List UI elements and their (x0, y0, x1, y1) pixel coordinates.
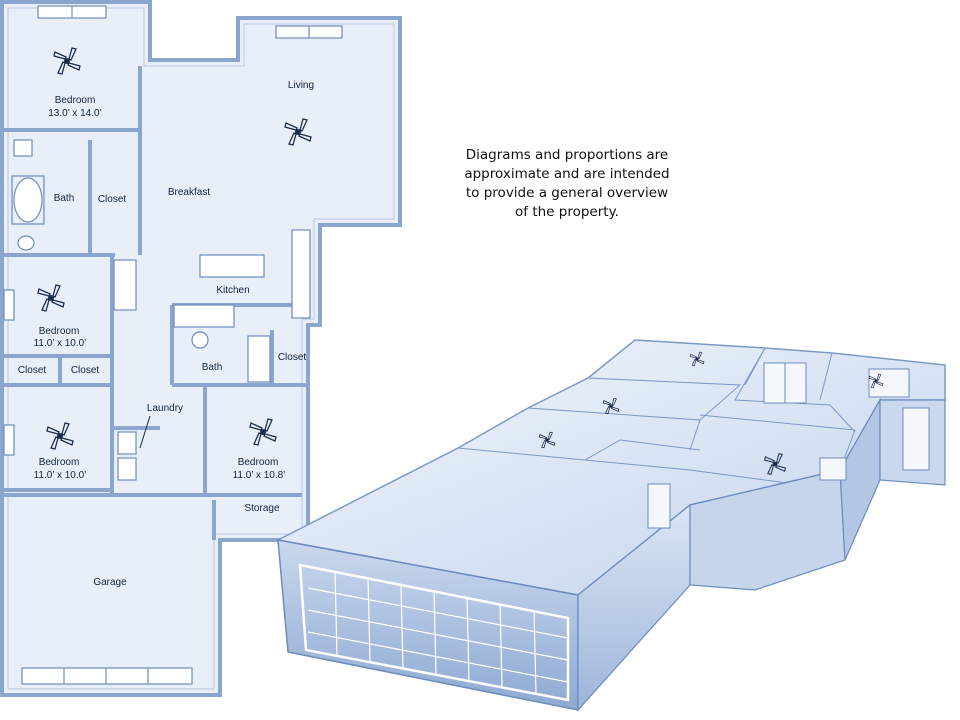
room-label-laundry: Laundry (147, 403, 183, 414)
room-size-bedroom-4: 11.0’ x 10.8’ (233, 470, 286, 481)
disclaimer-note: Diagrams and proportions are approximate… (464, 147, 670, 220)
garage-door (298, 563, 570, 702)
fixtures (11, 139, 311, 481)
room-label-breakfast: Breakfast (168, 187, 210, 198)
room-label-bedroom-3: Bedroom (39, 457, 80, 468)
room-label-closet-4: Closet (71, 365, 100, 376)
room-label-closet-2: Closet (278, 352, 307, 363)
room-label-bath-1: Bath (54, 193, 75, 204)
room-label-closet-3: Closet (18, 365, 47, 376)
room-label-bedroom-2: Bedroom (39, 326, 80, 337)
room-label-bath-2: Bath (202, 362, 223, 373)
room-size-bedroom-1: 13.0’ x 14.0’ (48, 108, 102, 119)
room-label-living: Living (288, 80, 314, 91)
room-label-storage: Storage (244, 503, 279, 514)
room-label-closet-1: Closet (98, 194, 127, 205)
house-3d-model (275, 339, 946, 712)
room-label-garage: Garage (93, 577, 127, 588)
interior-walls (2, 66, 310, 540)
floorplan-2d: Bedroom 13.0’ x 14.0’ Living Bath Closet… (0, 0, 402, 697)
room-size-bedroom-3: 11.0’ x 10.0’ (34, 470, 87, 481)
room-label-bedroom-4: Bedroom (238, 457, 279, 468)
room-label-kitchen: Kitchen (216, 285, 249, 296)
windows (3, 5, 343, 685)
room-size-bedroom-2: 11.0’ x 10.0’ (34, 338, 87, 349)
room-label-bedroom-1: Bedroom (55, 95, 96, 106)
